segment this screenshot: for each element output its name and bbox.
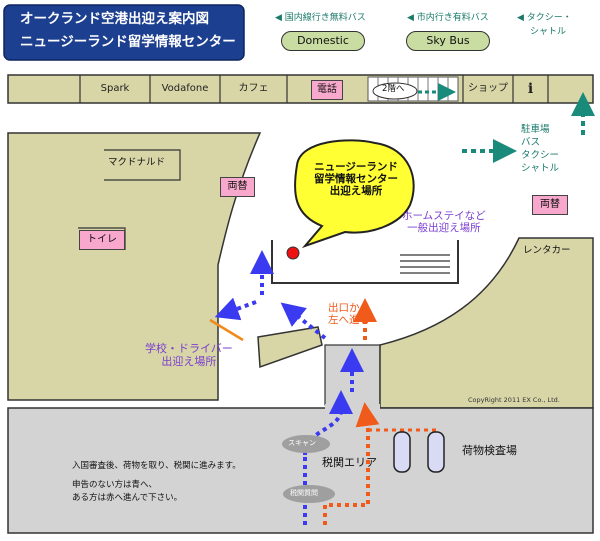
city-paid-bus-label: ◀ 市内行き有料バス [407,13,489,23]
to-2f-pill [372,82,418,100]
callout-bubble [294,139,415,249]
left-building-block [7,132,262,401]
left-triangle-icon: ◀ [517,13,524,23]
left-triangle-icon: ◀ [407,13,414,23]
bus-label: バス [521,137,541,148]
copyright: CopyRight 2011 EX Co., Ltd. [468,396,560,404]
lower-left-wall [257,326,323,369]
title-line-1: オークランド空港出迎え案内図 [20,11,209,27]
right-building-block [379,237,594,409]
customs-floor [7,407,594,534]
exchange-right: 両替 [532,195,568,215]
customs-question-label: 税関質問 [290,489,318,497]
shop-shop: ショップ [468,83,508,94]
exit-note: 出口から 左へ進む [328,302,370,327]
toilet-sign: トイレ [79,230,125,250]
taxi-label: タクシー [521,150,560,161]
info-icon: i [527,81,534,97]
customs-question-pill [283,485,335,503]
inspection-table-1 [393,431,411,473]
school-driver-label: 学校・ドライバー 出迎え場所 [145,342,233,368]
taxi-shuttle-label: ◀ タクシー・ [517,13,572,23]
shop-cafe: カフェ [238,83,269,94]
scan-pill [282,435,330,453]
shop-vodafone: Vodafone [161,83,209,94]
title-line-2: ニュージーランド留学情報センター [20,34,236,50]
instruction-line-3: ある方は赤へ進んで下さい。 [72,493,183,503]
instruction-line-1: 入国審査後、荷物を取り、税関に進みます。 [72,461,241,471]
domestic-free-bus-label: ◀ 国内線行き無料バス [275,13,366,23]
to-2f-label: 2階へ [382,84,405,94]
taxi-shuttle-label-2: シャトル [530,27,567,37]
skybus-bus: Sky Bus [406,31,490,51]
homestay-label: ホームステイなど 一般出迎え場所 [402,210,486,235]
parking-label: 駐車場 [521,124,550,135]
callout-text: ニュージーランド 留学情報センター 出迎え場所 [314,161,398,198]
exchange-left: 両替 [220,177,255,197]
shop-strip [7,74,594,104]
inspection-table-2 [427,431,445,473]
rental-car-label: レンタカー [523,245,571,256]
left-triangle-icon: ◀ [275,13,282,23]
shuttle-label: シャトル [521,163,560,174]
mcdonalds-label: マクドナルド [108,157,166,168]
school-meeting-line [209,318,244,342]
domestic-bus: Domestic [281,31,365,51]
customs-area-label: 税関エリア [322,456,377,469]
baggage-inspection-label: 荷物検査場 [462,444,517,457]
scan-label: スキャン [288,439,316,447]
meeting-point-marker [286,246,300,260]
shop-spark: Spark [100,83,130,94]
instruction-line-2: 申告のない方は青へ、 [72,480,158,490]
title-box [3,4,245,61]
counter-lines [400,254,450,274]
phone-sign: 電話 [311,80,343,100]
